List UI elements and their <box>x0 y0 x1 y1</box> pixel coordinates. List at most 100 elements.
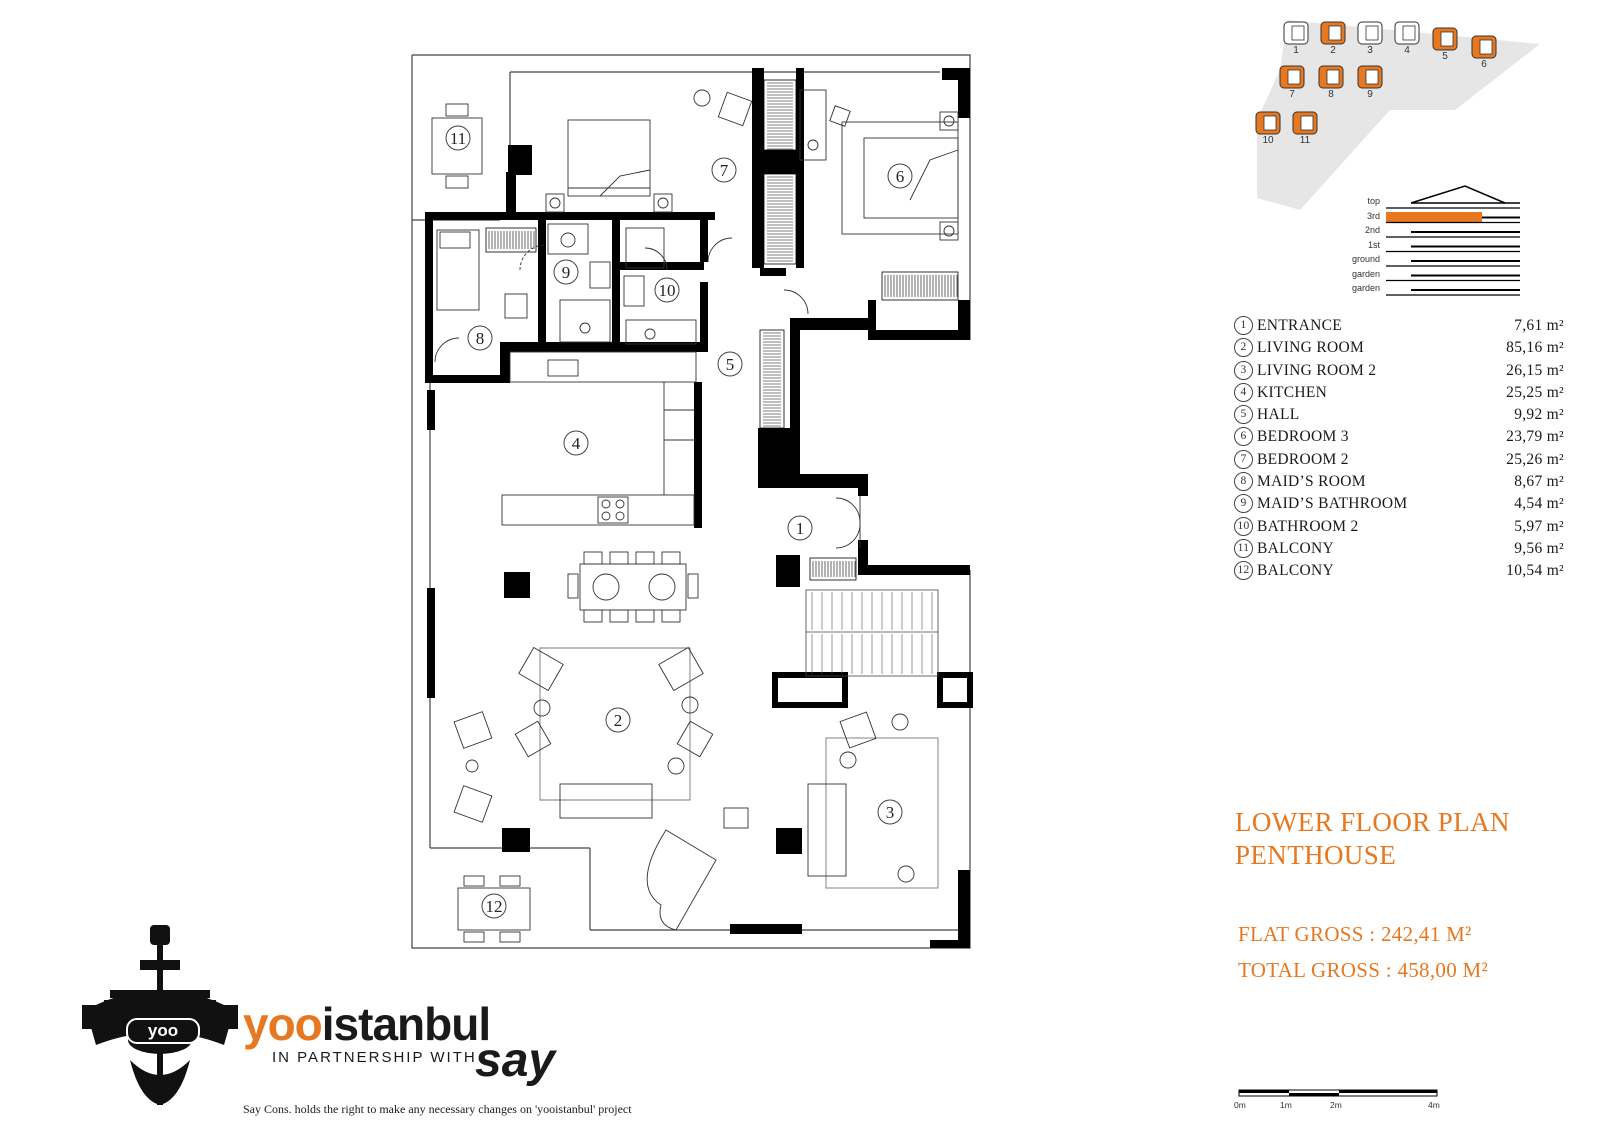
site-block-label: 7 <box>1289 89 1295 100</box>
kitchen-furniture <box>501 351 697 526</box>
site-block-2 <box>1320 21 1346 45</box>
room-label-3: 3 <box>877 799 903 825</box>
stair-steps <box>811 592 933 674</box>
site-block-label: 10 <box>1262 135 1274 146</box>
site-block-5 <box>1432 27 1458 51</box>
site-block-label: 4 <box>1404 45 1410 56</box>
room-label-11: 11 <box>445 125 471 151</box>
service-rooms-furniture <box>434 223 809 363</box>
bedroom-3-furniture <box>799 89 959 241</box>
scale-label-1: 1m <box>1280 1100 1292 1110</box>
living-room-furniture <box>453 646 749 931</box>
legend-room-name: MAID’S BATHROOM <box>1257 495 1408 513</box>
site-block-9 <box>1357 65 1383 89</box>
scale-label-4: 4m <box>1428 1100 1440 1110</box>
site-block-7 <box>1279 65 1305 89</box>
living-room-2-furniture <box>807 711 939 889</box>
entrance-door[interactable] <box>835 496 861 549</box>
room-label-8: 8 <box>467 325 493 351</box>
legend-room-area: 26,15 m² <box>1506 361 1564 379</box>
room-label-4: 4 <box>563 430 589 456</box>
floor-line-3rd <box>1386 212 1520 224</box>
site-block-label: 5 <box>1442 51 1448 62</box>
svg-text:10: 10 <box>659 281 676 300</box>
brand-istanbul: istanbul <box>321 998 491 1050</box>
legend-number: 9 <box>1234 494 1253 514</box>
svg-text:2: 2 <box>614 711 623 730</box>
site-block-10 <box>1255 111 1281 135</box>
floor-label-ground: ground <box>1351 254 1380 264</box>
legend-number: 11 <box>1234 538 1253 558</box>
legend-number: 3 <box>1234 360 1253 380</box>
legend-room-area: 10,54 m² <box>1506 562 1564 580</box>
site-block-label: 6 <box>1481 59 1487 70</box>
plan-title: LOWER FLOOR PLAN PENTHOUSE <box>1235 806 1510 872</box>
floor-section <box>1410 185 1520 204</box>
room-label-2: 2 <box>605 707 631 733</box>
svg-text:7: 7 <box>720 161 729 180</box>
flat-gross: FLAT GROSS : 242,41 M² <box>1238 922 1472 946</box>
svg-text:6: 6 <box>896 167 905 186</box>
disclaimer: Say Cons. holds the right to make any ne… <box>243 1102 632 1116</box>
chandelier-badge: yoo <box>126 1018 200 1044</box>
legend-number: 8 <box>1234 472 1253 492</box>
legend-room-area: 4,54 m² <box>1514 495 1564 513</box>
legend-room-area: 5,97 m² <box>1514 517 1564 535</box>
legend-room-area: 25,25 m² <box>1506 383 1564 401</box>
staircase <box>805 589 939 677</box>
legend-room-area: 23,79 m² <box>1506 428 1564 446</box>
legend-room-name: KITCHEN <box>1257 383 1328 401</box>
legend-room-name: HALL <box>1257 406 1300 424</box>
brand-yoo: yoo <box>243 998 323 1050</box>
site-block-label: 8 <box>1328 89 1334 100</box>
legend-room-name: LIVING ROOM 2 <box>1257 361 1377 379</box>
scale-label-2: 2m <box>1330 1100 1342 1110</box>
floor-label-3rd: 3rd <box>1366 210 1380 221</box>
svg-text:3: 3 <box>886 803 895 822</box>
svg-text:1: 1 <box>796 519 805 538</box>
floor-line-2nd <box>1386 231 1520 238</box>
legend-room-area: 7,61 m² <box>1514 317 1564 334</box>
site-block-4 <box>1394 21 1420 45</box>
legend-number: 2 <box>1234 338 1253 358</box>
svg-text:9: 9 <box>562 263 571 282</box>
partnership-text: IN PARTNERSHIP WITH <box>272 1049 477 1066</box>
legend-room-name: LIVING ROOM <box>1257 339 1365 357</box>
legend-number: 5 <box>1234 405 1253 425</box>
floor-line-1st <box>1386 245 1520 253</box>
site-block-3 <box>1357 21 1383 45</box>
legend-room-area: 85,16 m² <box>1506 339 1564 357</box>
site-block-label: 3 <box>1367 45 1373 56</box>
site-block-label: 1 <box>1293 45 1299 56</box>
balcony-furniture <box>431 103 531 943</box>
floor-label-2nd: 2nd <box>1364 225 1380 235</box>
svg-text:5: 5 <box>726 355 735 374</box>
site-block-1 <box>1283 21 1309 45</box>
room-label-9: 9 <box>553 259 579 285</box>
legend-room-area: 9,56 m² <box>1514 539 1564 557</box>
site-block-6 <box>1471 35 1497 59</box>
legend-number: 7 <box>1234 449 1253 469</box>
walls <box>425 68 973 948</box>
site-block-8 <box>1318 65 1344 89</box>
room-label-6: 6 <box>887 163 913 189</box>
room-label-12: 12 <box>481 893 507 919</box>
legend-room-area: 8,67 m² <box>1514 473 1564 491</box>
svg-text:11: 11 <box>450 129 466 148</box>
svg-text:12: 12 <box>486 897 503 916</box>
plan-title-line-1: LOWER FLOOR PLAN <box>1235 807 1510 837</box>
legend-number: 4 <box>1234 382 1253 402</box>
room-label-7: 7 <box>711 157 737 183</box>
total-gross: TOTAL GROSS : 458,00 M² <box>1238 958 1489 982</box>
site-block-label: 9 <box>1367 89 1373 100</box>
legend-room-area: 25,26 m² <box>1506 450 1564 468</box>
